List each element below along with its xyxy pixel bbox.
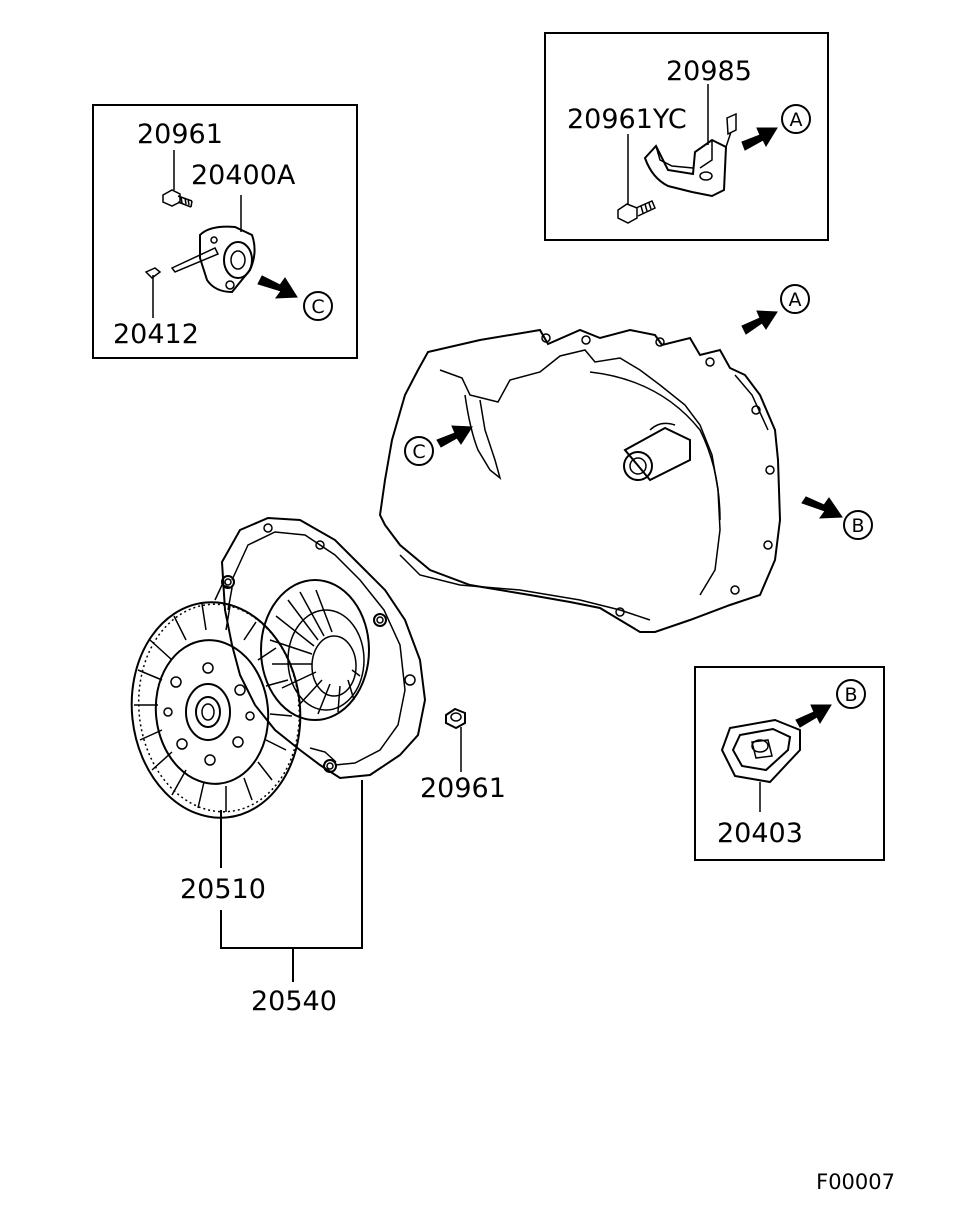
part-label-20403: 20403	[717, 818, 803, 849]
ref-letter-b: B	[851, 515, 864, 537]
inset-boot: B 20403	[694, 666, 885, 861]
transmission-case-icon	[378, 328, 782, 633]
ref-letter-a: A	[790, 109, 803, 131]
arrow-icon	[741, 310, 778, 335]
dust-boot-icon	[720, 718, 801, 784]
figure-code: F00007	[816, 1170, 895, 1194]
bleeder-screw-icon	[144, 267, 162, 318]
bracket-icon	[643, 112, 737, 198]
part-label-20961: 20961	[420, 773, 506, 804]
clutch-cover-icon	[214, 516, 427, 780]
arrow-icon	[801, 496, 843, 519]
part-label-20510: 20510	[180, 874, 266, 905]
part-label-20412: 20412	[113, 319, 199, 350]
part-label-20961yc: 20961YC	[567, 104, 687, 135]
clutch-disc-icon	[130, 601, 302, 819]
arrow-icon	[257, 275, 298, 299]
ref-circle	[404, 436, 434, 466]
inset-frame	[694, 666, 885, 861]
part-label-20961: 20961	[137, 119, 223, 150]
bolt-icon	[617, 200, 656, 224]
bolt-icon	[162, 189, 193, 208]
ref-circle	[843, 510, 873, 540]
part-label-20400a: 20400A	[191, 160, 296, 191]
ref-circle	[836, 679, 866, 709]
ref-circle	[781, 104, 811, 134]
ref-circle	[780, 284, 810, 314]
part-label-20540: 20540	[251, 986, 337, 1017]
part-label-20985: 20985	[666, 56, 752, 87]
leader-line	[220, 780, 363, 949]
arrow-icon	[741, 127, 778, 151]
ref-letter-c: C	[311, 296, 324, 318]
bolt-icon	[445, 707, 466, 772]
release-cylinder-icon	[170, 225, 256, 294]
ref-letter-b: B	[844, 684, 857, 706]
arrow-icon	[795, 704, 832, 728]
inset-frame	[544, 32, 829, 241]
ref-circle	[303, 291, 333, 321]
inset-frame	[92, 104, 358, 359]
inset-bracket: A 20985 20961YC	[544, 32, 829, 241]
ref-letter-a: A	[789, 289, 802, 311]
arrow-icon	[436, 425, 473, 448]
inset-release-bearing: C 20961 20400A 20412	[92, 104, 358, 359]
ref-letter-c: C	[412, 441, 425, 463]
